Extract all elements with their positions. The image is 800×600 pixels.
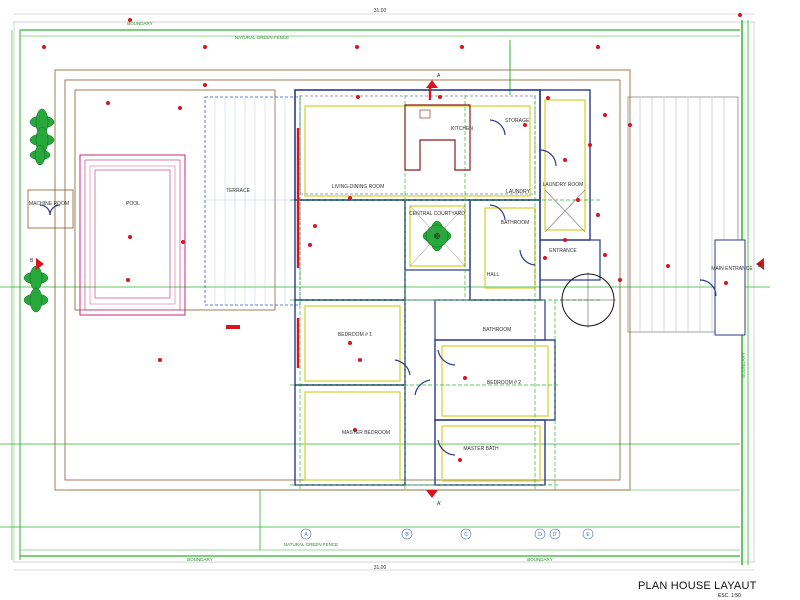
section-label-b2: B' — [758, 263, 762, 269]
grid-axis-labels: A B C D D' E — [304, 532, 590, 538]
boundary-bottom-right-label: BOUNDARY — [527, 557, 552, 562]
section-label-a2: A' — [437, 501, 441, 507]
natural-fence-top-label: NATURAL GREEN FENCE — [235, 35, 289, 40]
room-courtyard: CENTRAL COURTYARD — [409, 211, 465, 217]
dimension-bottom-total: 31.00 — [374, 565, 387, 571]
room-bedroom-1: BEDROOM # 1 — [338, 332, 372, 338]
boundary-top-label: BOUNDARY — [127, 21, 152, 26]
axis-c: C — [464, 532, 468, 538]
room-laundry-room: LAUNDRY ROOM — [543, 182, 584, 188]
axis-d-prime: D' — [553, 532, 558, 538]
room-laundry: LAUNDRY — [506, 189, 530, 195]
inner-walls — [304, 99, 586, 482]
axis-a: A — [304, 532, 308, 538]
section-markers — [36, 80, 764, 498]
site-outline — [27, 69, 631, 491]
room-kitchen: KITCHEN — [451, 126, 473, 132]
section-label-a: A — [437, 73, 441, 79]
laundry-room-x — [544, 189, 586, 233]
room-main-entrance: MAIN ENTRANCE — [711, 266, 753, 272]
terrace-deck — [204, 96, 301, 306]
palm-tree-icon — [23, 108, 55, 313]
red-walls — [296, 88, 432, 368]
section-label-b: B — [30, 258, 34, 264]
entrance-deck — [627, 96, 746, 336]
room-storage: STORAGE — [505, 118, 530, 124]
grid-axes — [300, 528, 594, 540]
boundary-lines — [0, 13, 770, 571]
room-hall: HALL — [487, 272, 500, 278]
courtyard-x — [409, 205, 466, 267]
room-bedroom-2: BEDROOM # 2 — [487, 380, 521, 386]
boundary-bottom-left-label: BOUNDARY — [187, 557, 212, 562]
room-bathroom-2: BATHROOM — [483, 327, 512, 333]
dimension-total-width: 31.00 — [374, 8, 387, 14]
room-labels: KITCHEN STORAGE LIVING-DINING ROOM TERRA… — [29, 118, 753, 452]
room-master-bath: MASTER BATH — [463, 446, 499, 452]
room-master-bedroom: MASTER BEDROOM — [342, 430, 390, 436]
plan-scale: ESC. 1:50 — [718, 593, 741, 599]
axis-d: D — [538, 532, 542, 538]
axis-b: B — [405, 532, 409, 538]
plan-title: PLAN HOUSE LAYAUT — [638, 580, 757, 592]
natural-fence-label: NATURAL GREEN FENCE — [284, 542, 338, 547]
door-swings — [39, 119, 717, 456]
room-machine-room: MACHINE ROOM — [29, 201, 69, 207]
room-bathroom-1: BATHROOM — [501, 220, 530, 226]
room-pool: POOL — [126, 201, 140, 207]
pool — [94, 169, 171, 299]
room-entrance: ENTRANCE — [549, 248, 577, 254]
room-living: LIVING-DINING ROOM — [332, 184, 385, 190]
room-terrace: TERRACE — [226, 188, 251, 194]
level-markers — [42, 13, 742, 462]
structure-lines — [290, 95, 600, 490]
axis-e: E — [586, 532, 590, 538]
courtyard-plant-icon — [422, 220, 452, 252]
entrance-round-table — [560, 272, 616, 328]
boundary-right-label: BOUNDARY — [741, 352, 746, 377]
kitchen-counter — [404, 104, 471, 171]
